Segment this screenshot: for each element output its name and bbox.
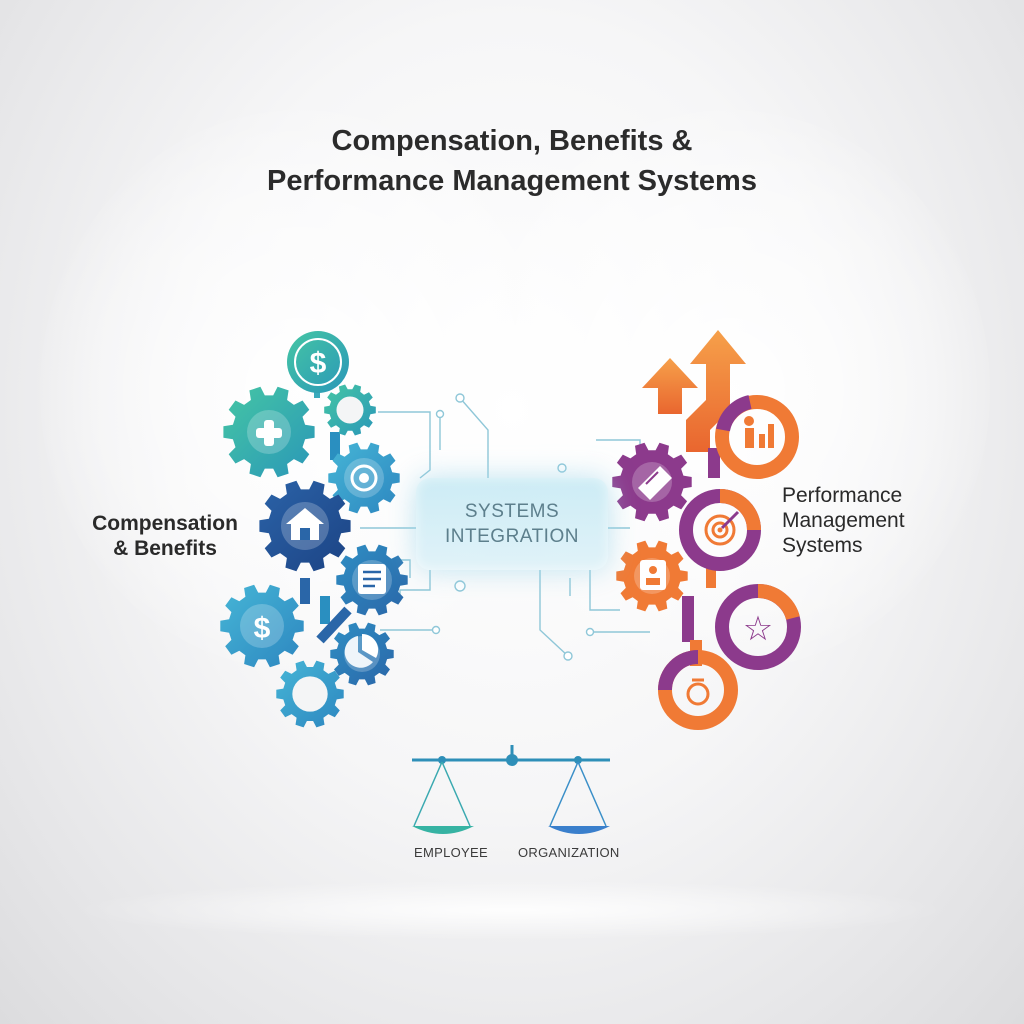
right-label-line-2: Management	[782, 509, 905, 532]
employee-card-icon	[640, 560, 666, 590]
dollar-gear	[220, 584, 304, 668]
star-icon: ☆	[743, 609, 773, 649]
title-line-2: Performance Management Systems	[267, 165, 757, 197]
dollar-gear-icon: $	[254, 612, 271, 645]
center-line-1: SYSTEMS	[464, 501, 560, 522]
house-icon	[286, 508, 324, 540]
dollar-glyph-top: $	[310, 347, 327, 380]
performance-management-label: Performance Management Systems	[782, 483, 942, 558]
left-label-line-1: Compensation	[92, 512, 238, 535]
chart-ring	[715, 395, 799, 479]
right-label-line-1: Performance	[782, 484, 903, 507]
employee-label: EMPLOYEE	[414, 845, 488, 860]
organization-label: ORGANIZATION	[518, 845, 620, 860]
small-teal-gear-hole	[336, 396, 364, 424]
contract-document-icon	[358, 564, 386, 594]
ticket-icon	[638, 466, 672, 500]
right-label-line-3: Systems	[782, 534, 863, 557]
dollar-glyph-gear: $	[254, 612, 271, 645]
center-line-2: INTEGRATION	[445, 526, 579, 547]
target-ring	[679, 489, 761, 571]
chart-gear	[330, 622, 394, 686]
left-label-line-2: & Benefits	[113, 537, 217, 560]
growth-arrows	[642, 330, 746, 452]
money-bag-ring	[658, 650, 738, 730]
bottom-sky-gear-hole	[292, 676, 328, 712]
star-ring: ☆	[715, 583, 801, 670]
health-badge-icon	[350, 464, 378, 492]
dollar-gear-hub	[240, 604, 284, 648]
circuit-nodes	[431, 393, 595, 661]
floor-light	[70, 880, 950, 940]
medical-cross-icon	[256, 420, 282, 446]
pie-chart-icon	[344, 633, 379, 668]
title-line-1: Compensation, Benefits &	[331, 125, 693, 157]
dollar-coin-icon: $	[287, 331, 349, 393]
systems-integration-box: SYSTEMS INTEGRATION	[416, 478, 608, 570]
balance-scale-icon	[412, 745, 610, 834]
compensation-benefits-label: Compensation & Benefits	[80, 511, 250, 561]
